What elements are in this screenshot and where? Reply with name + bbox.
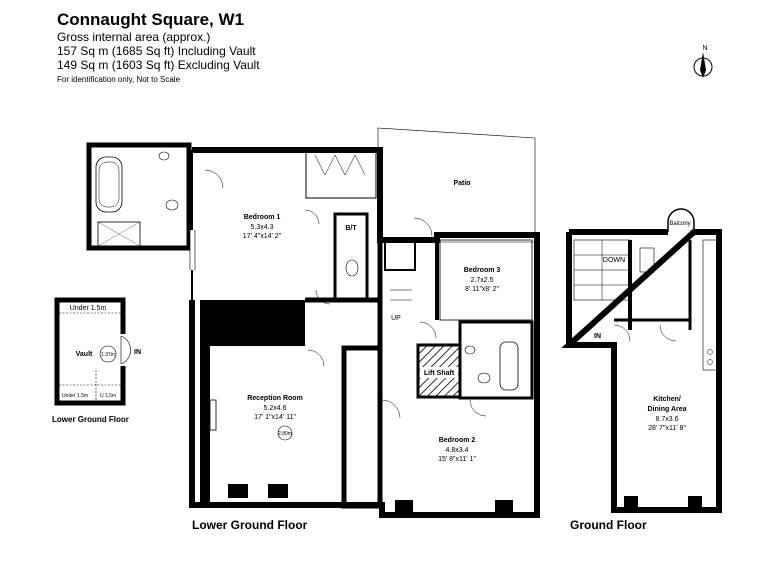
bedroom2-name: Bedroom 2 [439,437,476,444]
reception-name: Reception Room [247,395,303,402]
stairs-down-label: DOWN [603,257,625,264]
bedroom3-imperial: 8' 11"x8' 2" [465,286,499,293]
vault-under-bl: Under 1.5m [62,393,88,399]
vault-in-label: IN [134,349,141,356]
vault-under-top: Under 1.5m [70,305,107,312]
balcony-label: Balcony [669,221,690,227]
compass-north: N [702,45,707,52]
vault-name: Vault [76,351,93,358]
area-including: 157 Sq m (1685 Sq ft) Including Vault [57,44,256,58]
lower-ground-plan [86,127,540,518]
bedroom1-imperial: 17' 4"x14' 2" [243,233,282,240]
bedroom3-name: Bedroom 3 [464,267,501,274]
bedroom1-name: Bedroom 1 [244,214,281,221]
bedroom1-metric: 5.3x4.3 [251,224,274,231]
lower-ground-floor-label: Lower Ground Floor [192,518,308,532]
bedroom3-metric: 2.7x2.5 [471,277,494,284]
ground-plan [561,208,722,513]
area-excluding: 149 Sq m (1603 Sq ft) Excluding Vault [57,58,260,72]
bt-label: B/T [345,225,357,232]
patio-label: Patio [453,180,470,187]
kitchen-name: Kitchen/ [653,396,681,403]
vault-height: 1.37m [101,352,115,358]
reception-metric: 5.2x4.6 [264,405,287,412]
lift-shaft-label: Lift Shaft [424,370,455,377]
disclaimer: For identification only, Not to Scale [57,75,181,84]
vault-under-br: U 1.5m [100,393,116,399]
bedroom2-imperial: 15' 8"x11' 1" [438,456,476,463]
ground-floor-label: Ground Floor [570,518,647,532]
reception-height: 2.80m [278,431,292,437]
kitchen-imperial: 28' 7"x11' 8" [648,425,686,432]
compass-icon: N [693,45,713,78]
bedroom2-metric: 4.8x3.4 [446,447,469,454]
stairs-up-label: UP [391,315,401,322]
ground-in-label: IN [594,333,601,340]
kitchen-name-2: Dining Area [647,406,686,413]
header: Connaught Square, W1 Gross internal area… [57,10,260,85]
vault-floor-label: Lower Ground Floor [52,415,129,424]
vault-plan [54,297,131,406]
kitchen-metric: 8.7x3.6 [656,416,679,423]
reception-imperial: 17' 1"x14' 11" [254,414,296,421]
page-title: Connaught Square, W1 [57,10,244,29]
area-label: Gross internal area (approx.) [57,30,211,44]
